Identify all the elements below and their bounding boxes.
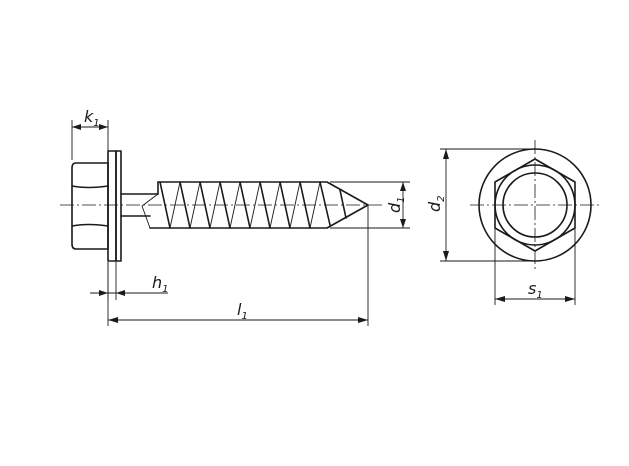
dimension-s1: s1 bbox=[494, 228, 576, 305]
dimension-h1: h1 bbox=[90, 262, 169, 300]
d1-label: d1 bbox=[385, 196, 407, 213]
l1-label: l1 bbox=[237, 300, 248, 322]
shank-circle bbox=[502, 172, 568, 238]
s1-label: s1 bbox=[528, 279, 543, 301]
hex-head bbox=[71, 162, 109, 250]
hex-outline bbox=[494, 158, 576, 252]
hex-inner-circle bbox=[494, 164, 576, 246]
washer bbox=[107, 150, 122, 262]
dimension-d1: d1 bbox=[330, 181, 410, 229]
dimension-d2: d2 bbox=[425, 148, 535, 262]
dimension-l1: l1 bbox=[107, 205, 369, 326]
end-view bbox=[470, 140, 600, 270]
side-view bbox=[60, 150, 384, 262]
k1-label: k1 bbox=[84, 107, 100, 129]
d2-label: d2 bbox=[425, 195, 447, 212]
dimension-k1: k1 bbox=[71, 107, 109, 160]
h1-label: h1 bbox=[152, 273, 169, 295]
